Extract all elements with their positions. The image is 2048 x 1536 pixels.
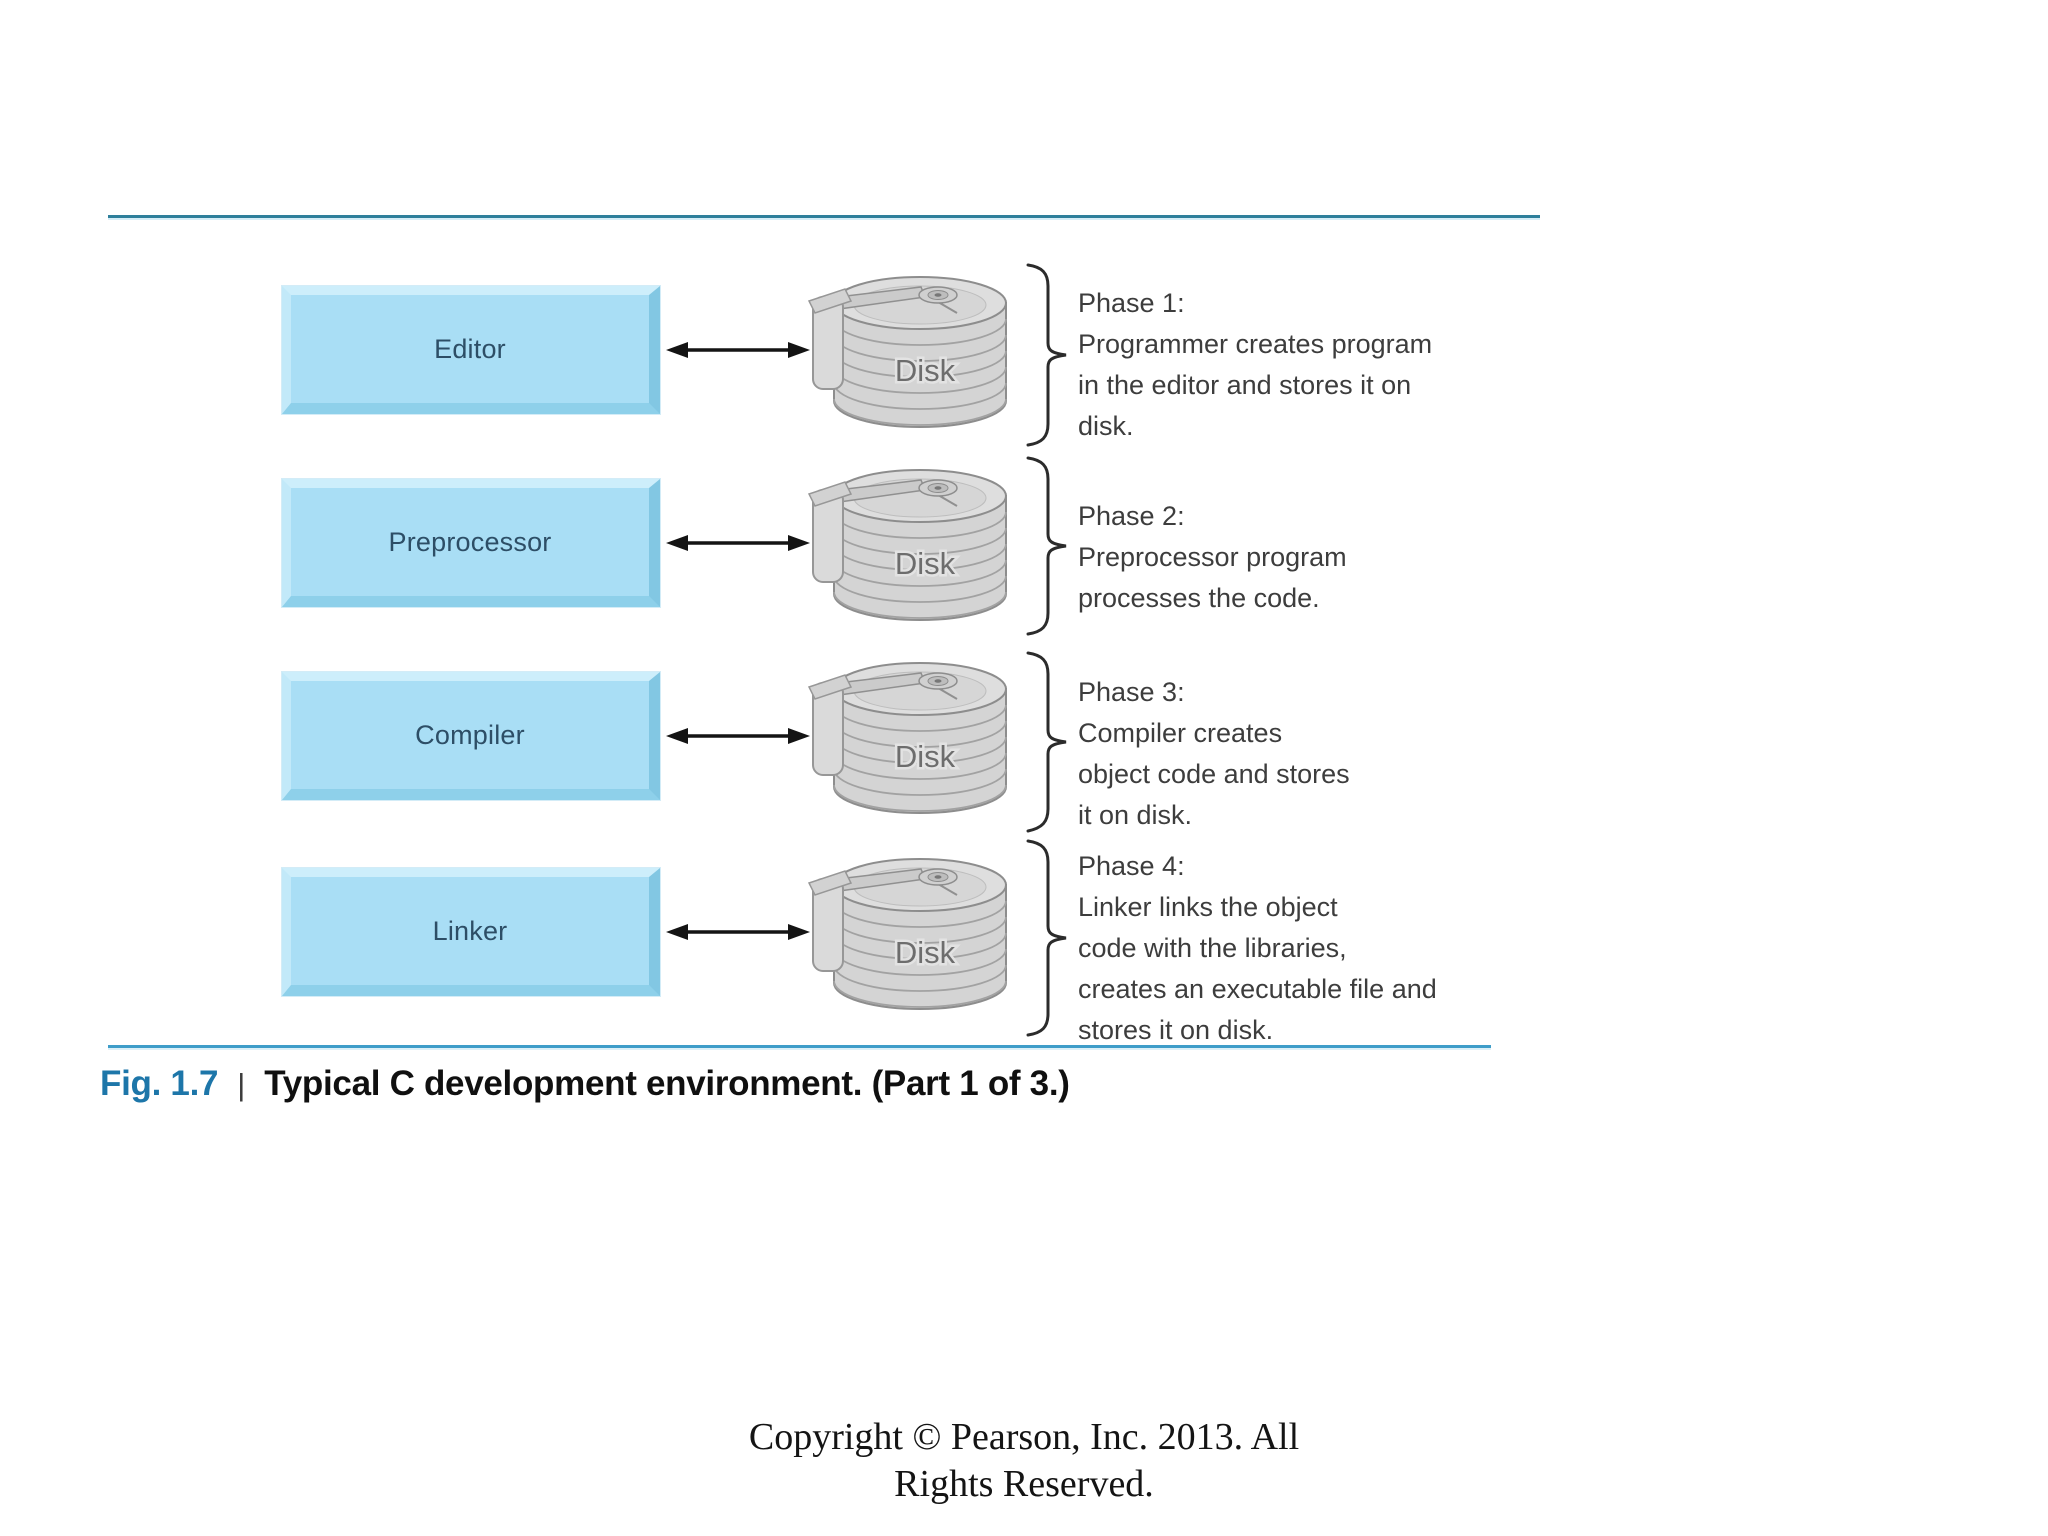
phase-line: Programmer creates program — [1078, 329, 1433, 359]
phase-line: object code and stores — [1078, 759, 1350, 789]
caption-separator: | — [237, 1067, 246, 1102]
phase-brace — [1026, 651, 1067, 833]
disk-icon: Disk — [807, 276, 1007, 428]
disk-label: Disk — [895, 739, 956, 774]
phase-line: Compiler creates — [1078, 718, 1283, 748]
phase-line: Preprocessor program — [1078, 542, 1347, 572]
phase-line: in the editor and stores it on — [1078, 370, 1412, 400]
disk-label: Disk — [895, 546, 956, 581]
phase-line: stores it on disk. — [1078, 1015, 1274, 1045]
top-rule — [108, 215, 1540, 218]
copyright-line1: Copyright © Pearson, Inc. 2013. All — [748, 1416, 1300, 1458]
disk-label: Disk — [895, 935, 956, 970]
phase-line: Phase 3: — [1078, 677, 1185, 707]
copyright-line2: Rights Reserved. — [894, 1463, 1154, 1505]
phase-line: processes the code. — [1078, 583, 1320, 613]
copyright-notice: Copyright © Pearson, Inc. 2013. All Righ… — [0, 1414, 2048, 1508]
preprocessor-box: Preprocessor — [282, 479, 660, 607]
phase3-description: Phase 3: Compiler creates object code an… — [1078, 672, 1518, 836]
disk-icon: Disk — [807, 469, 1007, 621]
double-arrow — [666, 342, 810, 358]
phase-line: it on disk. — [1078, 800, 1193, 830]
linker-box: Linker — [282, 868, 660, 996]
double-arrow — [666, 924, 810, 940]
phase-brace — [1026, 263, 1067, 447]
bottom-rule — [108, 1045, 1491, 1048]
figure-caption: Fig. 1.7 | Typical C development environ… — [100, 1064, 1070, 1104]
phase4-description: Phase 4: Linker links the object code wi… — [1078, 846, 1518, 1051]
double-arrow — [666, 535, 810, 551]
phase-line: disk. — [1078, 411, 1134, 441]
disk-icon: Disk — [807, 858, 1007, 1010]
phase-line: code with the libraries, — [1078, 933, 1347, 963]
preprocessor-box-label: Preprocessor — [388, 526, 552, 557]
disk-icon: Disk — [807, 662, 1007, 814]
caption-text: Typical C development environment. (Part… — [264, 1064, 1070, 1103]
phase-line: Phase 2: — [1078, 501, 1185, 531]
phase-brace — [1026, 456, 1067, 636]
phase-line: creates an executable file and — [1078, 974, 1437, 1004]
phase1-description: Phase 1: Programmer creates program in t… — [1078, 283, 1518, 447]
phase-brace — [1026, 839, 1067, 1037]
phase-line: Phase 1: — [1078, 288, 1185, 318]
disk-label: Disk — [895, 353, 956, 388]
editor-box-label: Editor — [434, 333, 506, 364]
compiler-box-label: Compiler — [415, 719, 525, 750]
phase2-description: Phase 2: Preprocessor program processes … — [1078, 496, 1518, 619]
double-arrow — [666, 728, 810, 744]
phase-line: Linker links the object — [1078, 892, 1338, 922]
linker-box-label: Linker — [432, 915, 508, 946]
figure-number: Fig. 1.7 — [100, 1064, 219, 1103]
compiler-box: Compiler — [282, 672, 660, 800]
phase-line: Phase 4: — [1078, 851, 1185, 881]
editor-box: Editor — [282, 286, 660, 414]
